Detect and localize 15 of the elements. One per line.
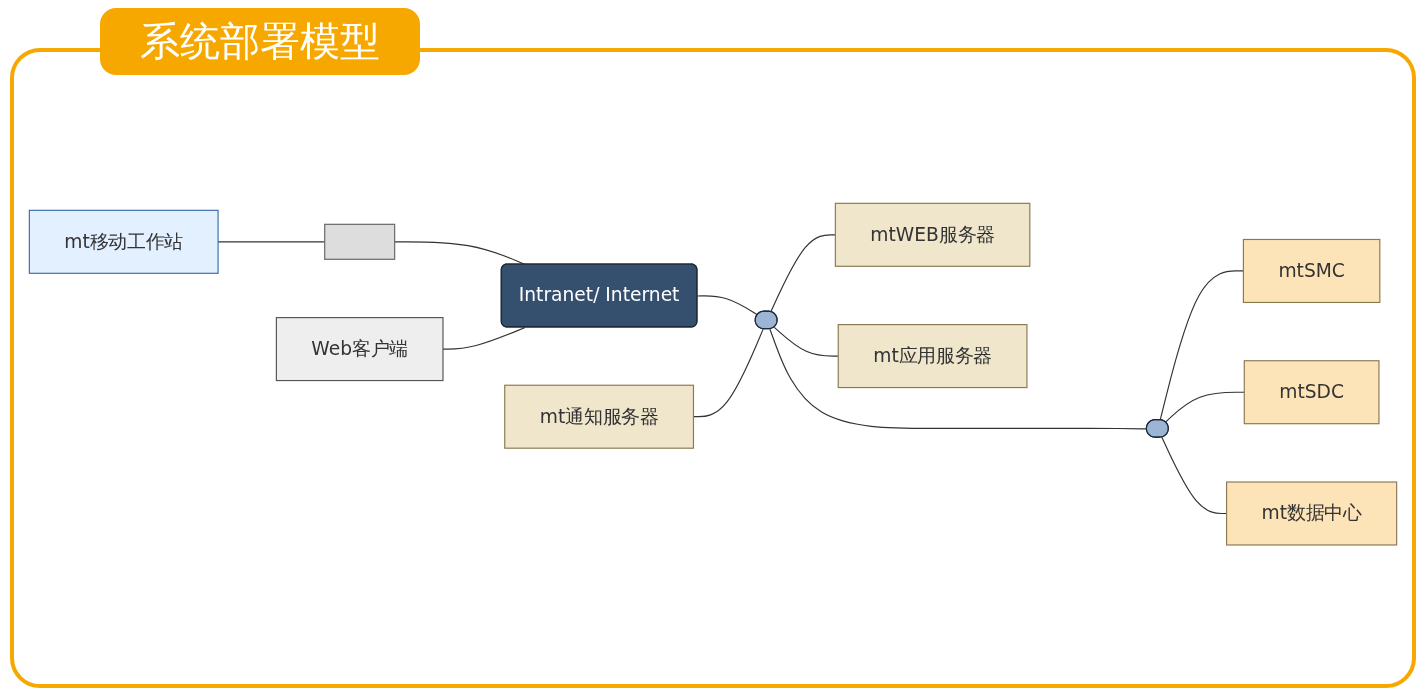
- connector: [442, 326, 526, 350]
- node-box: mt应用服务器: [837, 323, 1028, 388]
- node-box: mtSDC: [1243, 360, 1380, 425]
- connector: [770, 234, 836, 313]
- node-box: mtWEB服务器: [834, 202, 1031, 267]
- node-box: [324, 223, 396, 260]
- node-box: Web客户端: [275, 316, 444, 381]
- connector: [1164, 391, 1245, 423]
- title-banner: 系统部署模型: [100, 8, 420, 75]
- node-box: mt数据中心: [1226, 481, 1398, 546]
- node-box: mt通知服务器: [504, 384, 695, 449]
- connector: [773, 326, 839, 357]
- node-box: mtSMC: [1242, 238, 1381, 303]
- connector: [1159, 270, 1244, 421]
- node-box: mt移动工作站: [28, 209, 219, 274]
